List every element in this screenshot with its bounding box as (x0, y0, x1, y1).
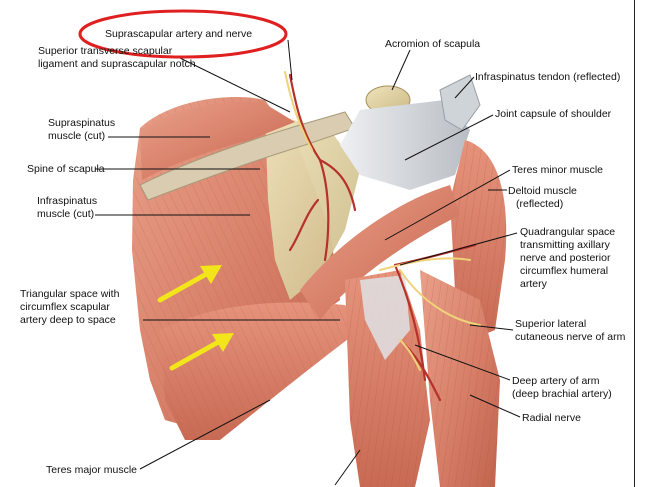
label-superior-lateral-2: cutaneous nerve of arm (515, 331, 626, 343)
arrow-icon (169, 333, 234, 371)
label-superior-transverse-1: Superior transverse scapular (38, 45, 173, 57)
label-quadrangular-5: artery (520, 278, 547, 290)
label-supraspinatus-1: Supraspinatus (48, 117, 116, 129)
page-border (634, 0, 649, 487)
label-deltoid-2: (reflected) (516, 198, 564, 210)
label-deltoid-1: Deltoid muscle (508, 185, 577, 197)
fiber-texture (160, 302, 360, 440)
label-radial-nerve: Radial nerve (522, 412, 581, 424)
label-spine-of-scapula: Spine of scapula (27, 163, 105, 175)
joint-capsule (340, 100, 470, 190)
label-joint-capsule: Joint capsule of shoulder (495, 108, 612, 120)
highlight-circle (78, 9, 288, 59)
label-supraspinatus-2: muscle (cut) (48, 130, 106, 142)
label-suprascapular-artery-nerve: Suprascapular artery and nerve (105, 28, 253, 40)
spine-of-scapula (139, 111, 356, 201)
label-quadrangular-3: nerve and posterior (520, 252, 611, 264)
label-triangular-2: circumflex scapular (20, 301, 110, 313)
arrow-icon (157, 265, 222, 303)
label-deep-artery-1: Deep artery of arm (512, 375, 600, 387)
label-infraspinatus-2: muscle (cut) (37, 208, 95, 220)
label-teres-minor: Teres minor muscle (512, 164, 604, 176)
nerves (284, 71, 481, 371)
label-quadrangular-2: transmitting axillary (520, 239, 610, 251)
label-superior-lateral-1: Superior lateral (515, 318, 587, 330)
label-deep-artery-2: (deep brachial artery) (512, 388, 612, 400)
supraspinatus-muscle (140, 101, 295, 180)
teres-minor-muscle (300, 185, 460, 320)
label-triangular-1: Triangular space with (20, 288, 120, 300)
label-quadrangular-4: circumflex humeral (520, 265, 609, 277)
label-triangular-3: artery deep to space (20, 314, 116, 326)
label-teres-major: Teres major muscle (46, 464, 138, 476)
label-infraspinatus-tendon: Infraspinatus tendon (reflected) (475, 71, 621, 83)
leader-lines (95, 39, 521, 486)
infraspinatus-tendon (439, 74, 481, 131)
triceps-tendon (360, 275, 410, 360)
label-infraspinatus-1: Infraspinatus (37, 195, 98, 207)
label-acromion: Acromion of scapula (385, 38, 481, 50)
label-superior-transverse-2: ligament and suprascapular notch (38, 58, 196, 70)
label-quadrangular-1: Quadrangular space (520, 226, 616, 238)
